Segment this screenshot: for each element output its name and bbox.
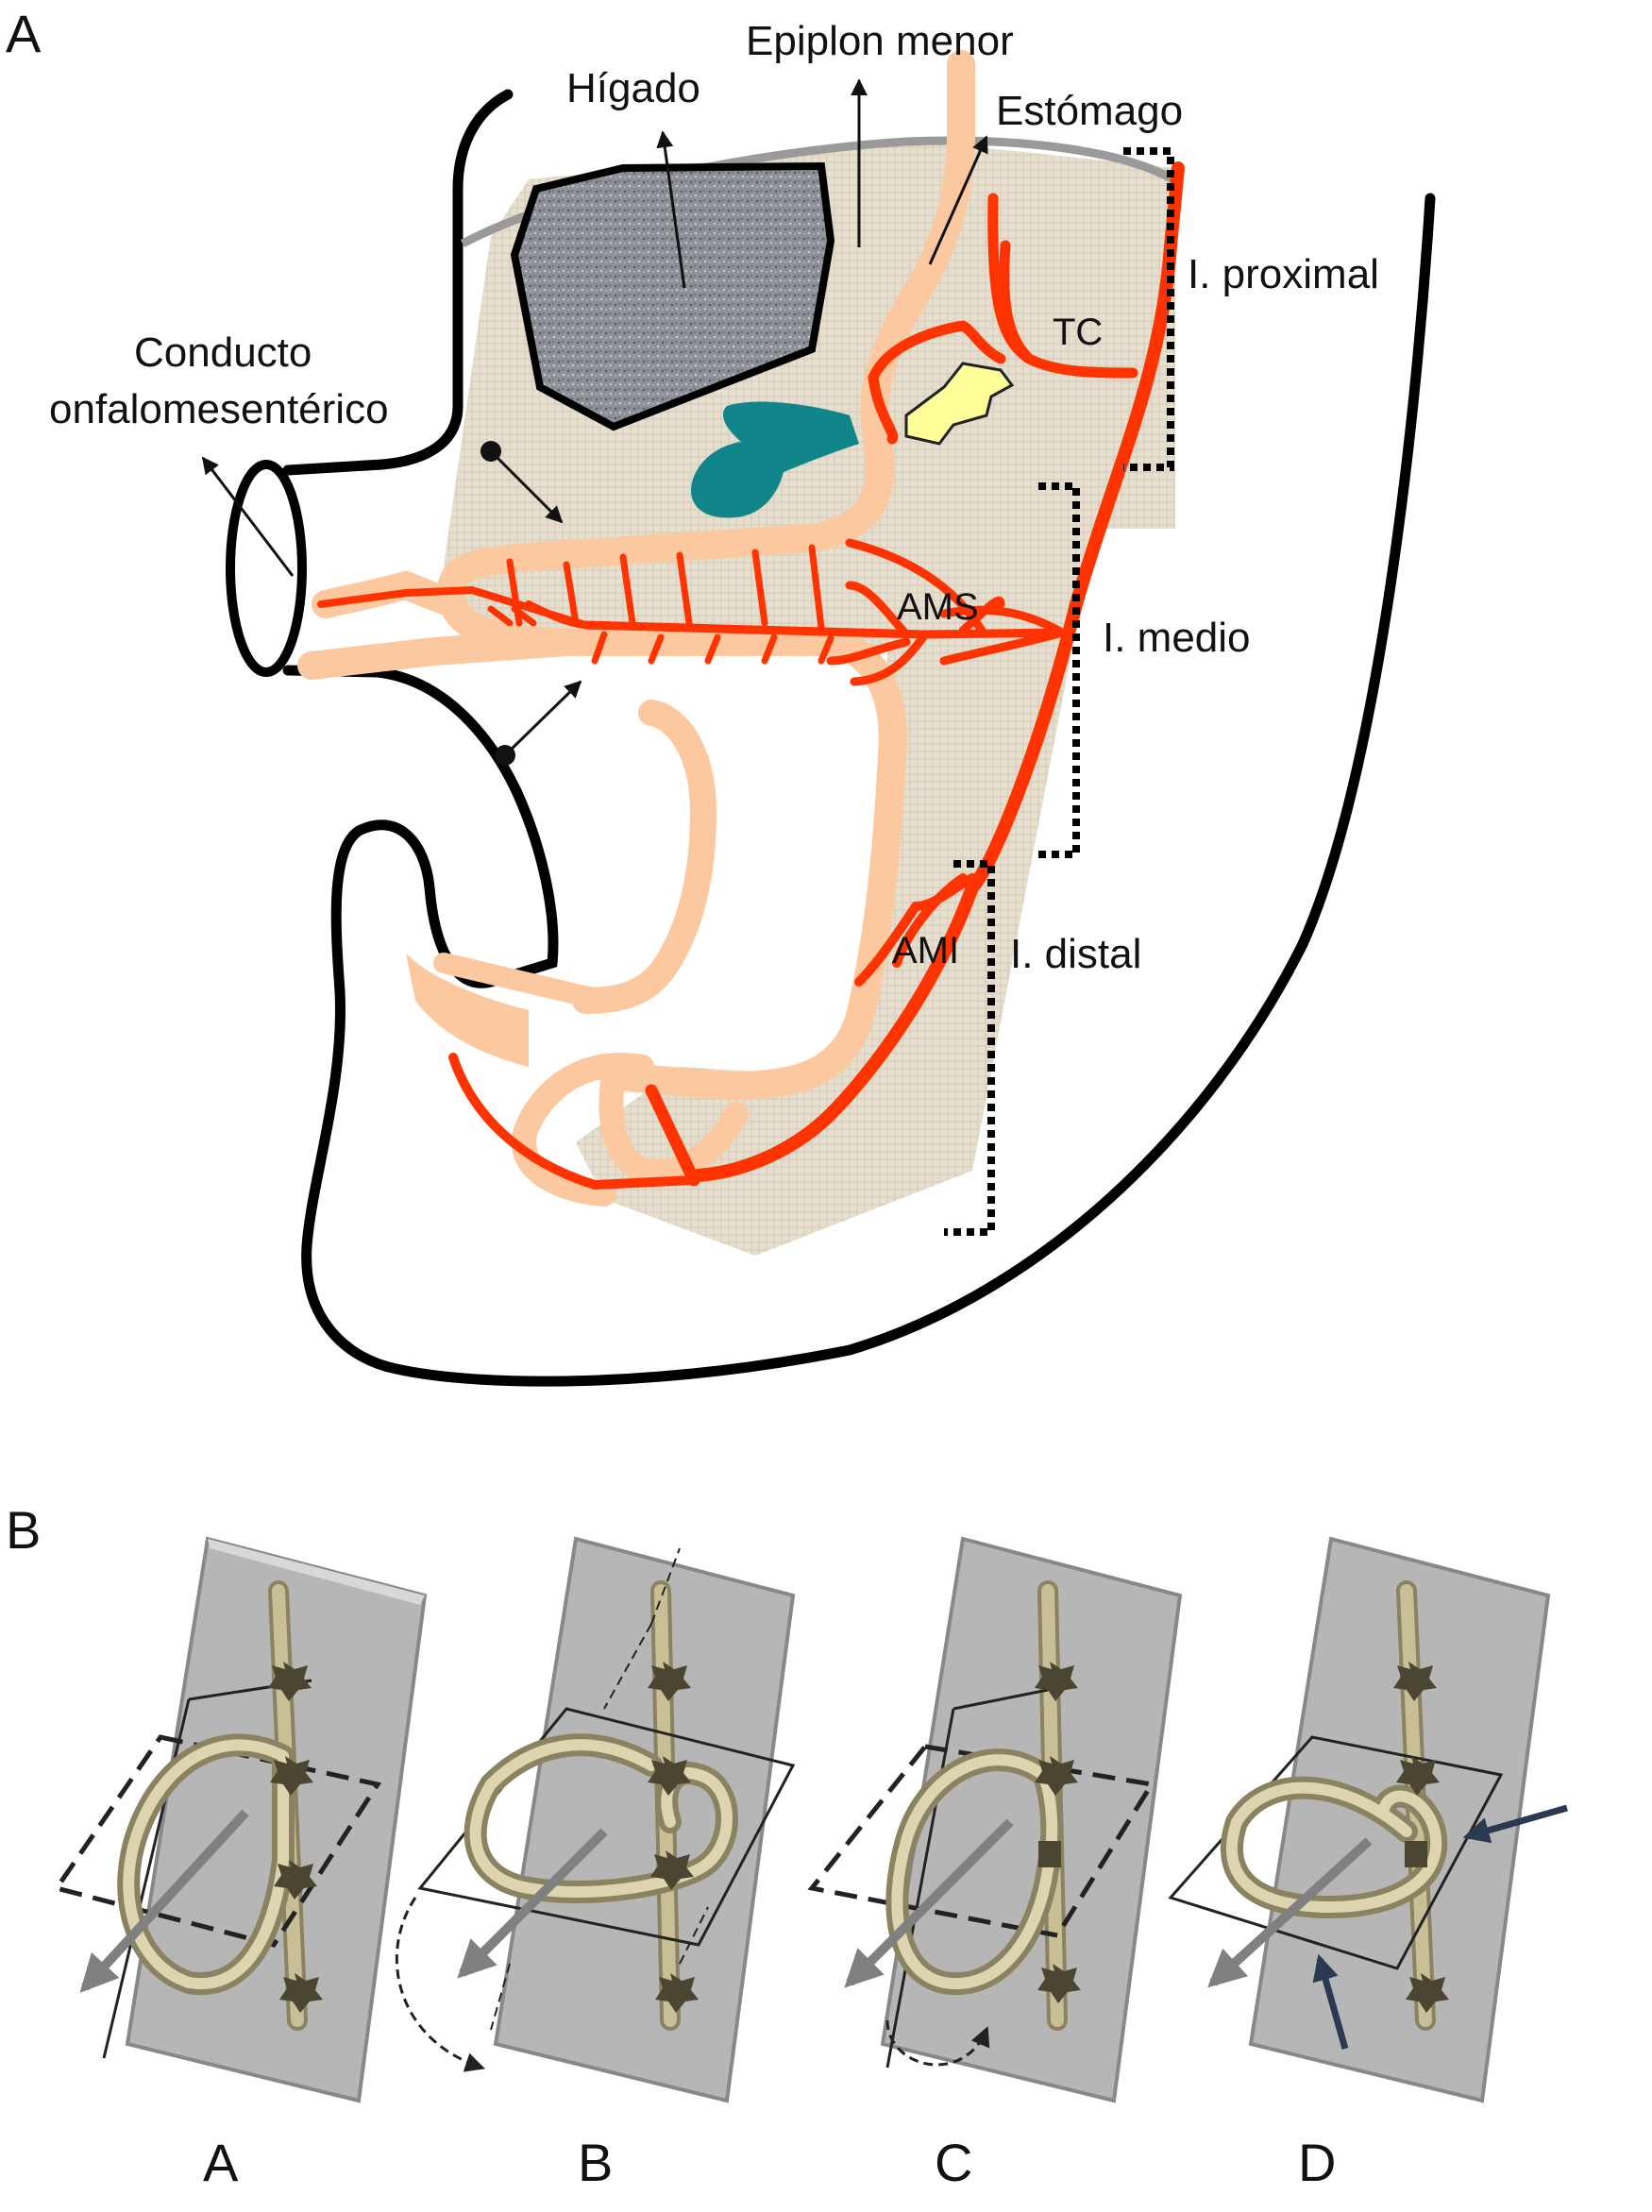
stage-d: D — [1168, 1536, 1568, 2192]
stage-a: A — [52, 1536, 428, 2192]
panel-a: A — [6, 4, 1436, 1387]
label-i-proximal: I. proximal — [1188, 251, 1379, 297]
stage-c-rotation — [885, 2019, 990, 2067]
gallbladder — [691, 401, 859, 518]
stage-d-pointer-bottom — [1312, 1953, 1349, 2050]
label-conducto-line1: Conducto — [134, 329, 312, 376]
stage-d-stars — [1393, 1662, 1449, 2013]
bracket-proximal — [1123, 147, 1174, 471]
stage-a-label: A — [203, 2133, 239, 2192]
rotation-dot-lower — [495, 745, 515, 766]
label-ami: AMI — [892, 930, 959, 971]
bracket-medio — [1038, 482, 1080, 858]
stage-a-arrow — [79, 1809, 249, 1993]
stage-b-plate — [493, 1536, 796, 2103]
pancreas — [904, 362, 1015, 446]
stage-b-rotation — [396, 1897, 485, 2072]
label-i-distal: I. distal — [1010, 931, 1141, 977]
label-epiplon: Epiplon menor — [746, 18, 1014, 64]
liver — [510, 161, 835, 431]
stage-b-stars — [648, 1662, 699, 2013]
stage-d-arrow — [1207, 1837, 1373, 1988]
gut-loop-lower — [406, 954, 529, 1067]
stage-c: C — [807, 1536, 1183, 2192]
label-conducto-line2: onfalomesentérico — [49, 386, 389, 432]
region-brackets — [944, 147, 1174, 1236]
embryo-lower-outline — [282, 193, 1436, 1387]
stage-d-clamp — [1405, 1841, 1427, 1867]
label-ams: AMS — [897, 586, 979, 628]
stage-c-plane-dashed — [807, 1744, 1156, 1938]
pointer-arrows — [201, 78, 988, 757]
stage-b-label: B — [578, 2133, 613, 2192]
label-estomago: Estómago — [996, 88, 1183, 134]
stage-b-arrow — [457, 1828, 608, 1979]
embryo-body-outline — [282, 89, 514, 476]
stage-d-label: D — [1298, 2133, 1336, 2192]
stage-b: B — [396, 1536, 796, 2192]
stage-c-label: C — [935, 2133, 972, 2192]
bracket-distal — [944, 860, 995, 1236]
stage-d-pointer-right — [1462, 1804, 1568, 1844]
panel-a-letter: A — [6, 4, 42, 63]
panel-b-letter: B — [6, 1500, 41, 1560]
rotation-dot-upper — [480, 441, 501, 462]
stage-c-arrow — [844, 1818, 1014, 1988]
label-i-medio: I. medio — [1103, 615, 1251, 661]
umbilical-ring — [226, 460, 307, 677]
stage-c-clamp — [1038, 1841, 1061, 1867]
stage-c-stars — [1035, 1662, 1081, 2003]
stage-c-plate — [880, 1536, 1183, 2103]
panel-b: B A — [6, 1500, 1568, 2192]
label-higado: Hígado — [566, 65, 700, 111]
stage-d-plane — [1168, 1735, 1504, 1970]
stage-a-stars — [268, 1662, 323, 2013]
label-tc: TC — [1053, 312, 1103, 353]
arteries — [317, 161, 1185, 1190]
